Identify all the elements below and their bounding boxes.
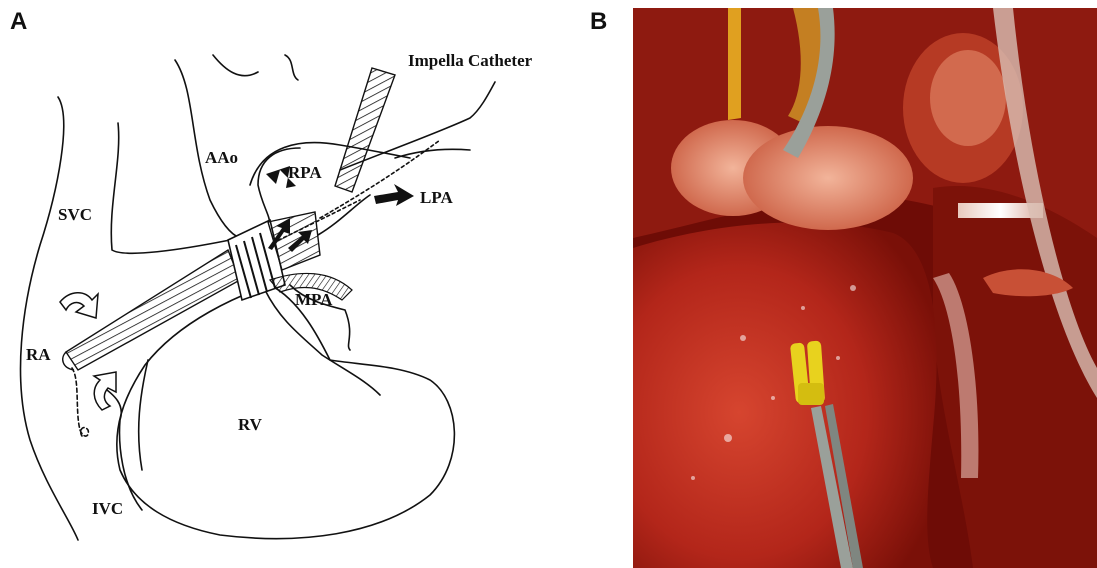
intraoperative-photo: [633, 8, 1097, 568]
label-impella-catheter: Impella Catheter: [408, 51, 533, 70]
arrow-hollow-upper: [60, 293, 98, 318]
label-mpa: MPA: [295, 290, 333, 309]
label-lpa: LPA: [420, 188, 453, 207]
fat-pad-right: [743, 126, 913, 230]
label-svc: SVC: [58, 205, 92, 224]
label-ivc: IVC: [92, 499, 123, 518]
aortic-arch-branch-2: [285, 55, 298, 80]
svc-inner-wall: [111, 123, 230, 253]
label-ra: RA: [26, 345, 51, 364]
label-rv: RV: [238, 415, 263, 434]
label-aao: AAo: [205, 148, 238, 167]
aorta-highlight: [930, 50, 1006, 146]
arrow-to-lpa: [374, 184, 414, 206]
rv-outline: [117, 285, 455, 539]
catheter-upper-coil: [335, 68, 395, 192]
impella-schematic: Impella Catheter AAo RPA LPA SVC MPA RA …: [0, 0, 600, 568]
catheter-pigtail: [72, 368, 88, 436]
arrow-hollow-lower: [94, 372, 116, 410]
svc-ra-outer-wall: [21, 97, 78, 540]
label-rpa: RPA: [288, 163, 322, 182]
heart-surface: [633, 222, 937, 568]
septum: [139, 360, 148, 470]
cannula-upper-left: [728, 8, 741, 120]
aortic-arch-branch-1: [213, 55, 258, 76]
